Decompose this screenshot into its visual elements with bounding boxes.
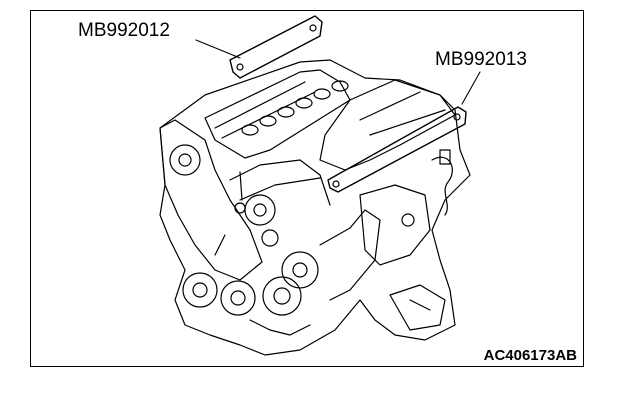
figure-code: AC406173AB (483, 347, 577, 364)
tensioner-pulley (261, 229, 279, 247)
engine-block-outline (159, 59, 471, 356)
tool-label-mb992012: MB992012 (78, 20, 170, 41)
cylinder-bank-right (319, 79, 456, 171)
tool-mb992012 (229, 15, 323, 79)
cam-pulley-right (244, 194, 276, 226)
tool-mb992013 (327, 106, 467, 193)
intake-runners (241, 80, 349, 136)
timing-cover (159, 119, 263, 281)
leader-line-left (195, 39, 241, 59)
tool-label-mb992013: MB992013 (435, 49, 527, 70)
intake-manifold (204, 69, 351, 159)
leader-line-right (461, 71, 481, 105)
figure-frame (30, 10, 584, 367)
accessory-pulleys (182, 251, 319, 316)
cam-pulley-left (169, 144, 201, 176)
